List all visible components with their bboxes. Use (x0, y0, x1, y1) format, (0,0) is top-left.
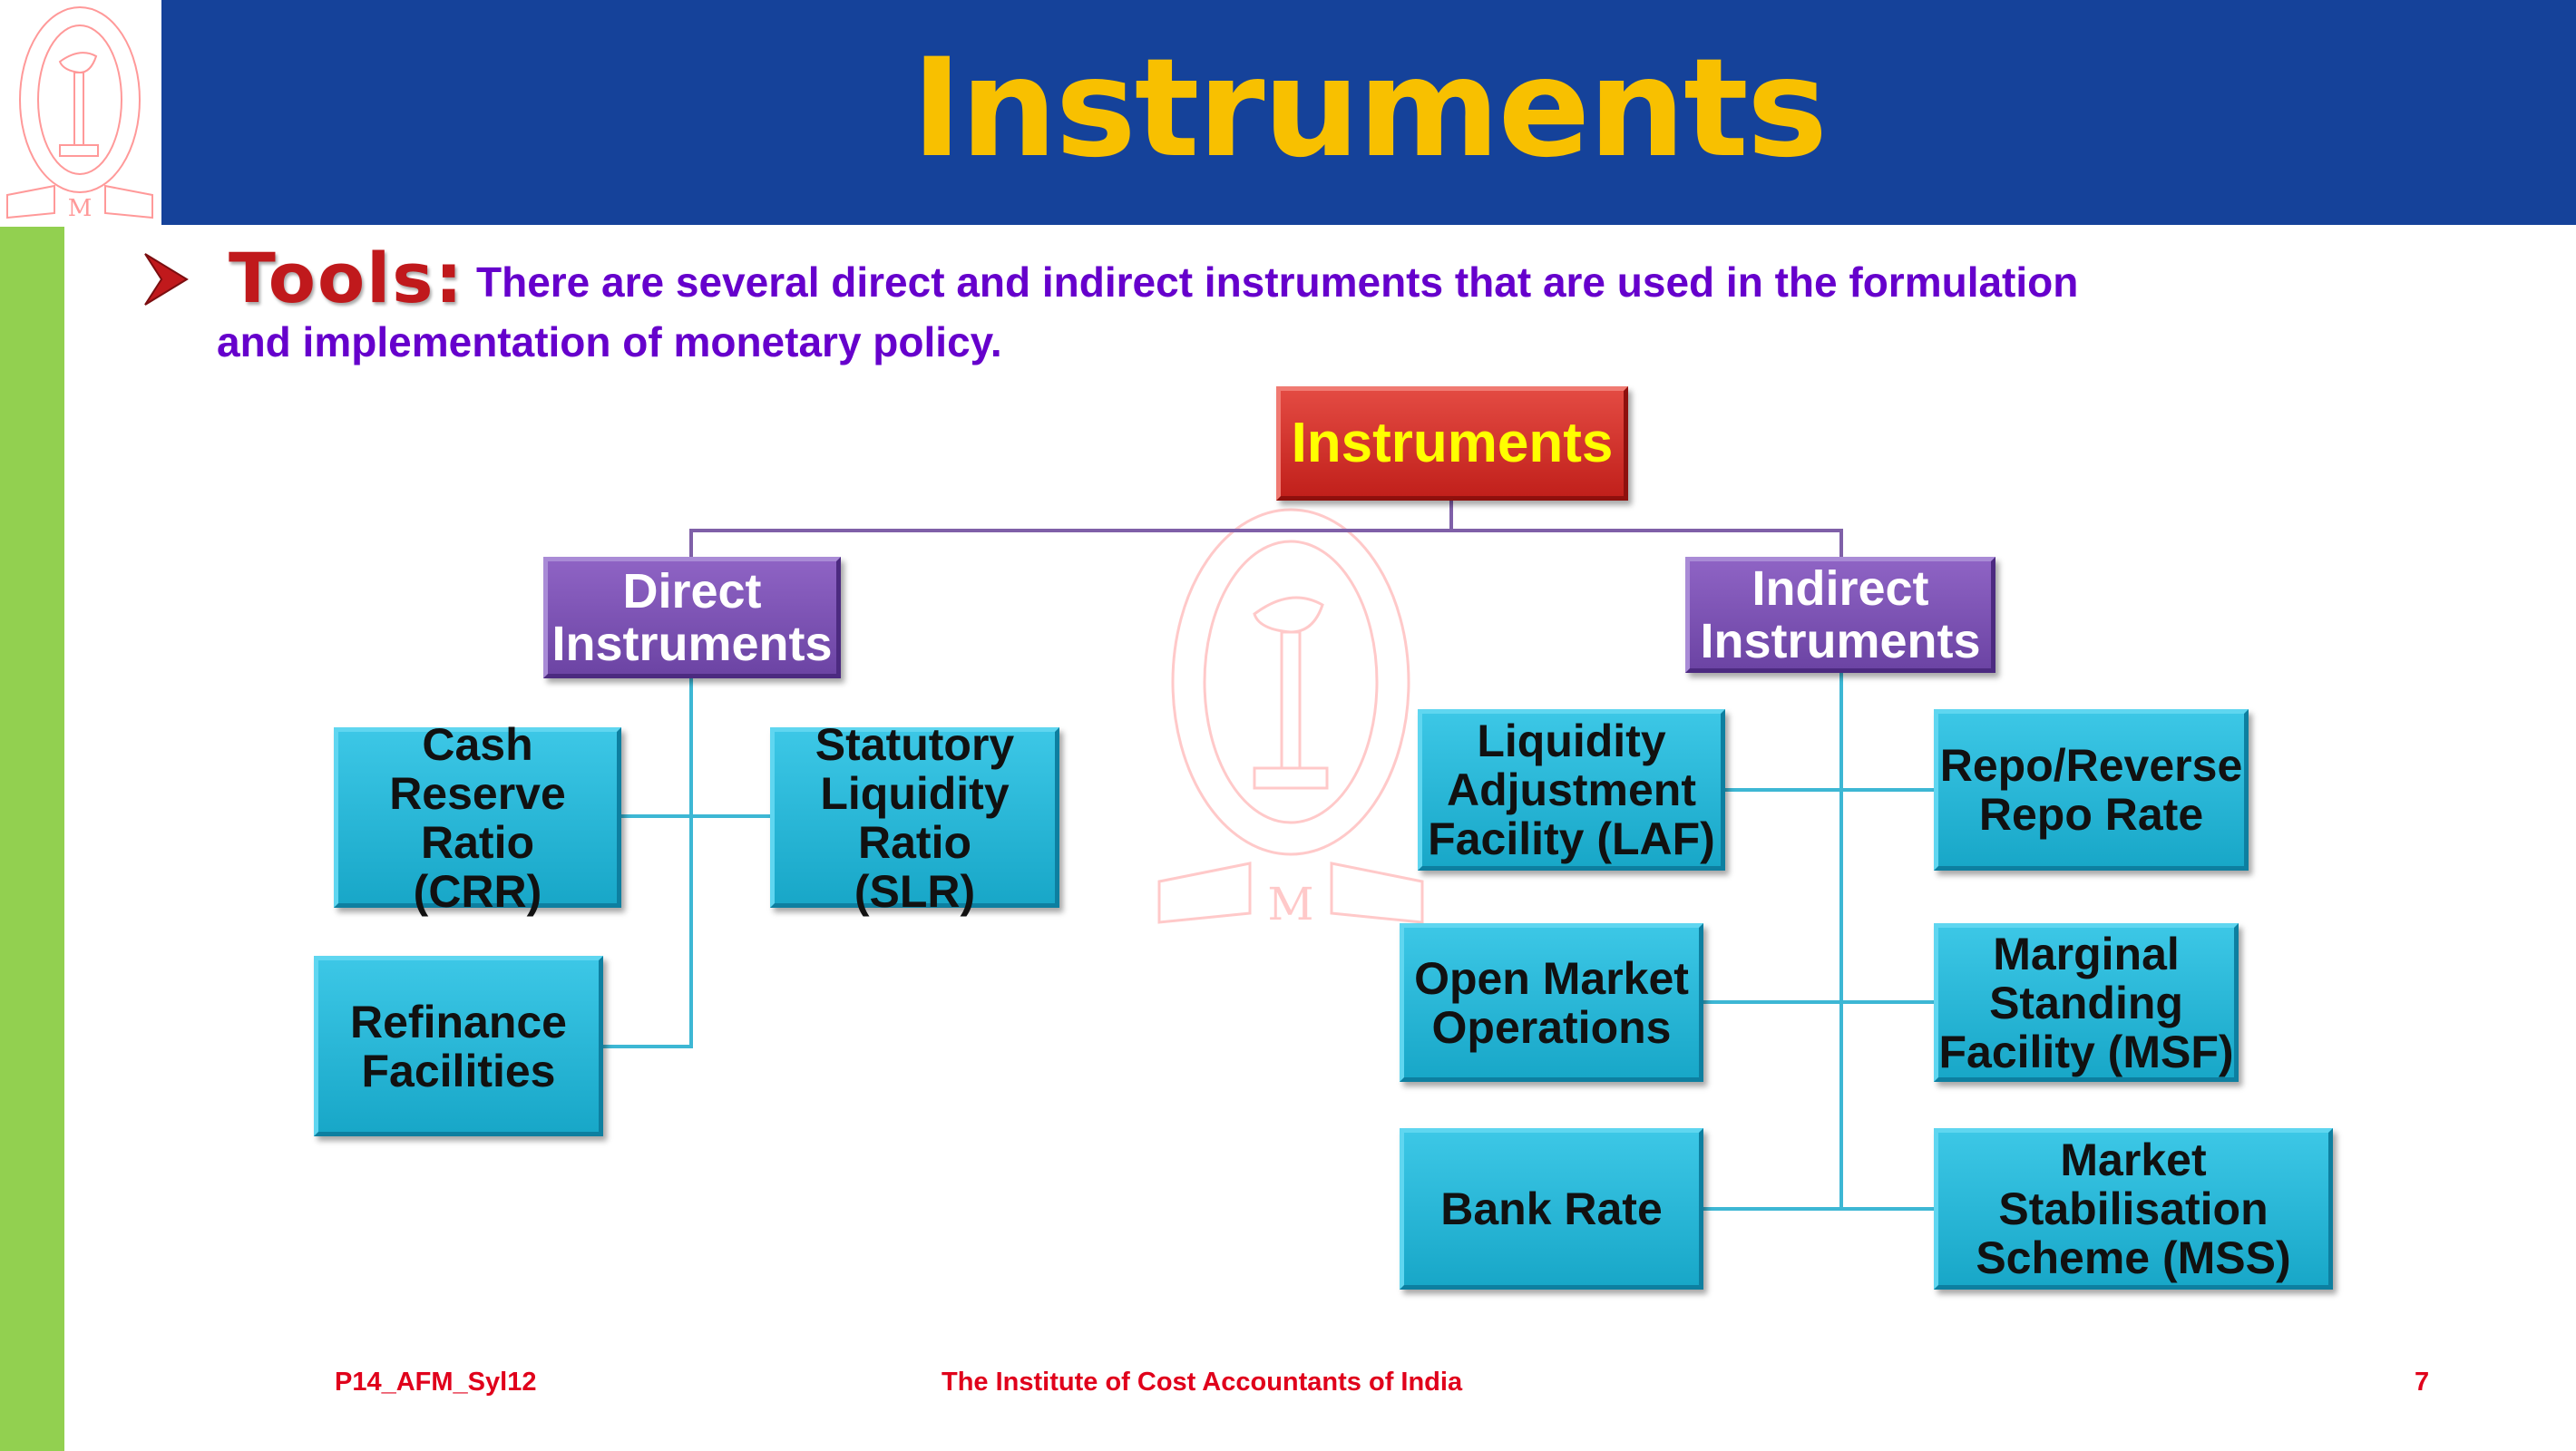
node-indirect-instruments: Indirect Instruments (1685, 557, 1995, 673)
slide-title: Instruments (911, 30, 1828, 188)
connector (1839, 673, 1843, 1211)
footer-institute: The Institute of Cost Accountants of Ind… (942, 1368, 1463, 1397)
connector (1702, 1000, 1936, 1004)
tools-label: Tools: (229, 238, 464, 318)
connector (689, 529, 693, 558)
connector (621, 814, 771, 818)
connector (689, 529, 1843, 532)
node-direct-instruments: Direct Instruments (543, 557, 841, 678)
footer-page-number: 7 (2415, 1368, 2430, 1397)
node-mss: Market Stabilisation Scheme (MSS) (1934, 1128, 2333, 1290)
node-slr: Statutory Liquidity Ratio (SLR) (770, 720, 1059, 916)
connector (1723, 788, 1936, 792)
node-laf: Liquidity Adjustment Facility (LAF) (1418, 709, 1725, 871)
institute-logo: M (6, 6, 153, 222)
connector (603, 1045, 691, 1048)
connector (1449, 501, 1453, 531)
intro-text-line-2: and implementation of monetary policy. (217, 318, 1002, 365)
node-omo: Open Market Operations (1400, 923, 1703, 1082)
node-msf: Marginal Standing Facility (MSF) (1934, 923, 2239, 1082)
header-bar (161, 0, 2576, 225)
svg-text:M: M (68, 195, 93, 222)
node-bank-rate: Bank Rate (1400, 1128, 1703, 1290)
connector (1702, 1207, 1936, 1211)
footer-course-code: P14_AFM_Syl12 (335, 1368, 537, 1397)
node-instruments: Instruments (1276, 386, 1628, 501)
accent-bar (0, 227, 64, 1451)
intro-text-line-1: There are several direct and indirect in… (476, 258, 2079, 306)
node-refinance: Refinance Facilities (314, 956, 603, 1136)
svg-text:M: M (1267, 878, 1313, 930)
node-crr: Cash Reserve Ratio (CRR) (334, 720, 621, 916)
connector (1839, 529, 1843, 558)
node-repo: Repo/Reverse Repo Rate (1934, 709, 2249, 871)
arrow-bullet-icon (144, 253, 189, 306)
connector (689, 678, 693, 1048)
logo-watermark: M (1157, 508, 1424, 930)
